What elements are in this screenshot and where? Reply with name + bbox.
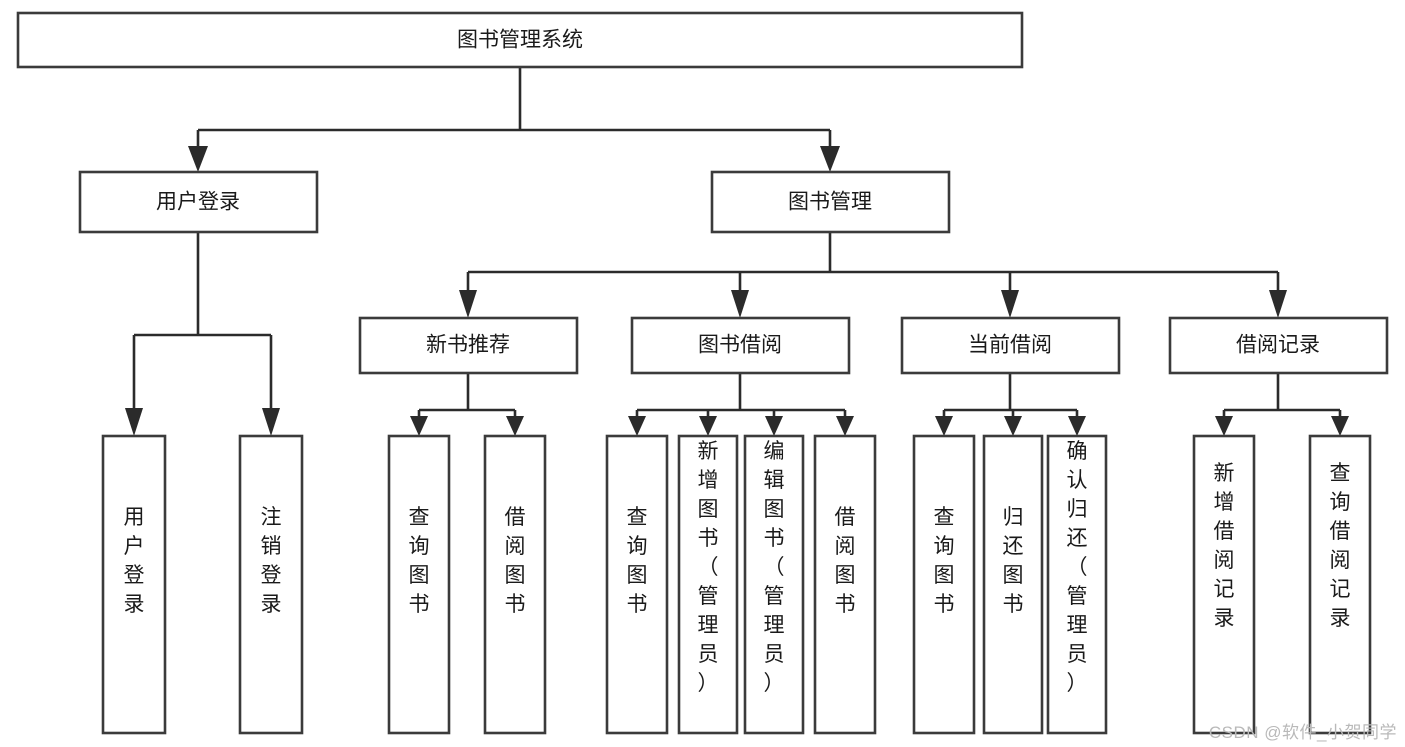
leaf-node-bb-borrow-book[interactable]: 借阅图书: [813, 434, 877, 735]
leaf-node-bb-edit-book[interactable]: 编辑图书（管理员）: [743, 434, 805, 735]
node-new-book-recommend-box[interactable]: [358, 316, 579, 375]
leaf-node-cb-query-book-label: 查询图书: [934, 506, 955, 616]
leaf-node-br-add-record-box[interactable]: [1192, 434, 1256, 735]
leaf-node-cb-confirm-return-box[interactable]: [1046, 434, 1108, 735]
arrow-head-current-borrow: [1001, 290, 1019, 318]
leaf-node-cb-confirm-return[interactable]: 确认归还（管理员）: [1046, 434, 1108, 735]
leaf-node-nb-borrow-book-box[interactable]: [483, 434, 547, 735]
node-root-system[interactable]: 图书管理系统: [16, 11, 1024, 69]
node-borrow-record[interactable]: 借阅记录: [1168, 316, 1389, 375]
leaf-node-bb-borrow-book-label: 借阅图书: [835, 506, 856, 616]
leaf-node-bb-query-book-label: 查询图书: [627, 506, 648, 616]
leaf-node-bb-add-book-box[interactable]: [677, 434, 739, 735]
leaf-node-nb-borrow-book[interactable]: 借阅图书: [483, 434, 547, 735]
arrow-head-bb-leaf-3: [765, 416, 783, 436]
node-borrow-record-label: 借阅记录: [1236, 334, 1320, 357]
node-current-borrow[interactable]: 当前借阅: [900, 316, 1121, 375]
node-borrow-record-box[interactable]: [1168, 316, 1389, 375]
leaf-node-bb-borrow-book-box[interactable]: [813, 434, 877, 735]
node-book-manage[interactable]: 图书管理: [710, 170, 951, 234]
node-new-book-recommend[interactable]: 新书推荐: [358, 316, 579, 375]
leaf-node-nb-query-book[interactable]: 查询图书: [387, 434, 451, 735]
node-user-login[interactable]: 用户登录: [78, 170, 319, 234]
node-book-manage-box[interactable]: [710, 170, 951, 234]
leaf-node-nb-query-book-box[interactable]: [387, 434, 451, 735]
leaf-node-bb-edit-book-label: 编辑图书（管理员）: [764, 440, 785, 695]
leaf-node-br-add-record-label: 新增借阅记录: [1214, 462, 1235, 630]
arrow-head-leaf-user-login: [125, 408, 143, 436]
arrow-head-nb-leaf-2: [506, 416, 524, 436]
arrow-head-book-borrow: [731, 290, 749, 318]
leaf-node-bb-edit-book-box[interactable]: [743, 434, 805, 735]
node-user-login-label: 用户登录: [156, 191, 240, 214]
leaf-node-user-login-login[interactable]: 用户登录: [101, 434, 167, 735]
leaf-node-user-login-logout-box[interactable]: [238, 434, 304, 735]
leaf-node-nb-borrow-book-label: 借阅图书: [505, 506, 526, 616]
leaf-node-user-login-logout-label: 注销登录: [261, 506, 282, 616]
leaf-node-cb-confirm-return-label: 确认归还（管理员）: [1067, 440, 1088, 695]
node-current-borrow-label: 当前借阅: [968, 334, 1052, 357]
leaf-node-bb-query-book[interactable]: 查询图书: [605, 434, 669, 735]
leaf-node-bb-add-book-label: 新增图书（管理员）: [698, 440, 719, 695]
node-current-borrow-box[interactable]: [900, 316, 1121, 375]
node-new-book-recommend-label: 新书推荐: [426, 334, 510, 357]
arrow-head-bb-leaf-4: [836, 416, 854, 436]
arrow-head-br-leaf-1: [1215, 416, 1233, 436]
leaf-node-cb-return-book[interactable]: 归还图书: [982, 434, 1044, 735]
leaf-node-bb-query-book-box[interactable]: [605, 434, 669, 735]
node-root-system-label: 图书管理系统: [457, 29, 583, 52]
leaf-node-br-query-record[interactable]: 查询借阅记录: [1308, 434, 1372, 735]
leaf-node-cb-return-book-box[interactable]: [982, 434, 1044, 735]
leaf-node-cb-query-book-box[interactable]: [912, 434, 976, 735]
leaf-node-br-query-record-box[interactable]: [1308, 434, 1372, 735]
leaf-node-cb-query-book[interactable]: 查询图书: [912, 434, 976, 735]
arrow-head-bb-leaf-1: [628, 416, 646, 436]
arrow-head-book-manage: [820, 146, 840, 172]
node-book-manage-label: 图书管理: [788, 191, 872, 214]
node-user-login-box[interactable]: [78, 170, 319, 234]
leaf-node-br-query-record-label: 查询借阅记录: [1330, 462, 1351, 630]
arrow-head-new-book-recommend: [459, 290, 477, 318]
arrow-head-user-login: [188, 146, 208, 172]
leaf-node-user-login-logout[interactable]: 注销登录: [238, 434, 304, 735]
arrow-head-cb-leaf-3: [1068, 416, 1086, 436]
node-root-system-box[interactable]: [16, 11, 1024, 69]
arrow-head-cb-leaf-2: [1004, 416, 1022, 436]
arrow-head-cb-leaf-1: [935, 416, 953, 436]
leaf-node-user-login-login-box[interactable]: [101, 434, 167, 735]
arrow-head-nb-leaf-1: [410, 416, 428, 436]
arrow-head-leaf-logout: [262, 408, 280, 436]
arrow-head-br-leaf-2: [1331, 416, 1349, 436]
arrow-head-borrow-record: [1269, 290, 1287, 318]
leaf-node-cb-return-book-label: 归还图书: [1003, 506, 1024, 616]
leaf-node-user-login-login-label: 用户登录: [124, 506, 145, 616]
node-book-borrow[interactable]: 图书借阅: [630, 316, 851, 375]
connector-layer: [125, 67, 1349, 436]
leaf-node-nb-query-book-label: 查询图书: [409, 506, 430, 616]
arrow-head-bb-leaf-2: [699, 416, 717, 436]
leaf-node-br-add-record[interactable]: 新增借阅记录: [1192, 434, 1256, 735]
node-book-borrow-label: 图书借阅: [698, 334, 782, 357]
node-book-borrow-box[interactable]: [630, 316, 851, 375]
leaf-node-bb-add-book[interactable]: 新增图书（管理员）: [677, 434, 739, 735]
